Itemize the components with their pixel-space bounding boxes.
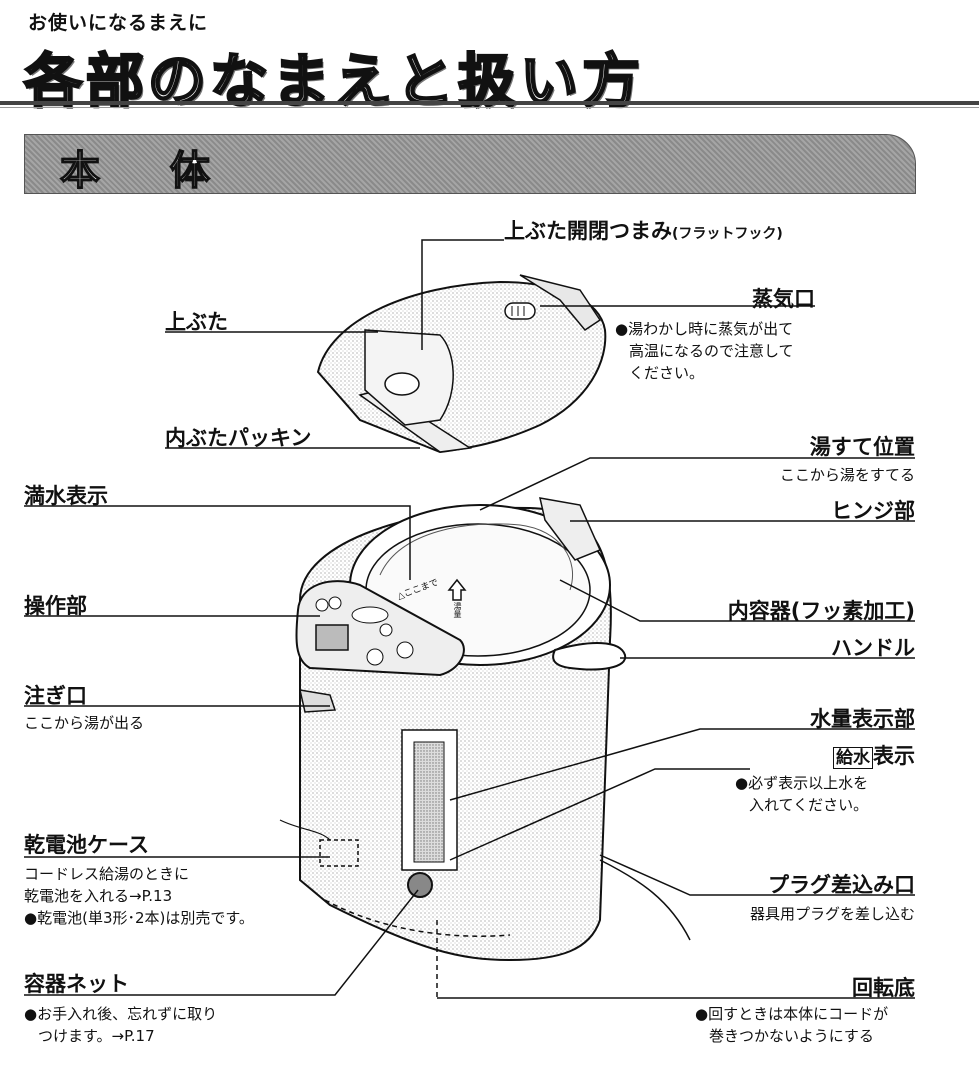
label-base: 回転底 — [852, 976, 915, 1000]
label-water-gauge: 水量表示部 — [810, 707, 915, 731]
label-plug: プラグ差込み口 — [768, 873, 915, 897]
handle-drawing — [552, 642, 627, 671]
label-net: 容器ネット — [24, 972, 129, 996]
note-plug: 器具用プラグを差し込む — [749, 905, 915, 923]
battery-case-drawing — [319, 839, 359, 867]
label-inner-container: 内容器(フッ素加工) — [727, 599, 915, 623]
leader-lines — [24, 239, 915, 999]
label-handle: ハンドル — [831, 636, 915, 660]
fill-arrow-text: 湯量 — [453, 602, 462, 618]
label-battery: 乾電池ケース — [24, 833, 149, 857]
label-full-mark: 満水表示 — [24, 484, 108, 508]
note-net: ●お手入れ後、忘れずに取り つけます。→P.17 — [24, 1005, 218, 1045]
title-rule — [0, 101, 979, 105]
note-drain: ここから湯をすてる — [779, 466, 915, 484]
section-bar — [24, 134, 916, 194]
label-refill: 給水表示 — [715, 740, 915, 770]
label-lid-knob: 上ぶた開閉つまみ(フラットフック) — [504, 219, 783, 243]
note-spout: ここから湯が出る — [24, 714, 145, 732]
page-subtitle: お使いになるまえに — [28, 12, 209, 34]
section-title: 本 体 — [59, 147, 238, 195]
note-steam-vent: ●湯わかし時に蒸気が出て 高温になるので注意して ください。 — [615, 320, 794, 382]
steam-vent-drawing — [504, 302, 536, 320]
container-net-drawing — [407, 872, 433, 898]
title-rule-thin — [0, 107, 979, 108]
hinge-drawing — [539, 497, 602, 561]
note-base: ●回すときは本体にコードが 巻きつかないようにする — [695, 1005, 889, 1045]
label-drain: 湯すて位置 — [809, 435, 915, 459]
note-refill: ●必ず表示以上水を 入れてください。 — [735, 774, 869, 814]
label-control: 操作部 — [24, 594, 87, 618]
fill-arrow-icon — [447, 578, 467, 601]
refill-box: 給水 — [833, 747, 873, 769]
label-steam-vent: 蒸気口 — [752, 287, 815, 311]
note-battery: コードレス給湯のときに 乾電池を入れる→P.13 ●乾電池(単3形･2本)は別売… — [24, 865, 254, 927]
label-hinge: ヒンジ部 — [831, 499, 915, 523]
label-inner-packing: 内ぶたパッキン — [165, 426, 312, 450]
pot-body-drawing — [279, 497, 691, 1000]
label-lid: 上ぶた — [165, 310, 228, 334]
lid-drawing — [316, 274, 607, 454]
label-spout: 注ぎ口 — [24, 684, 87, 708]
